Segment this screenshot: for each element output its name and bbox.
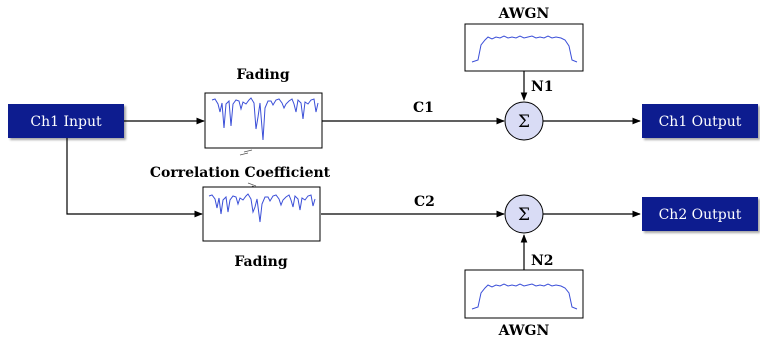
fading-bottom-label: Fading [234,254,288,270]
awgn-waveform-top [471,35,578,63]
c1-label: C1 [413,100,434,116]
awgn-bottom-label: AWGN [498,323,550,339]
connections [66,71,641,270]
n2-label: N2 [531,253,554,269]
ch1-input-label: Ch1 Input [30,114,102,130]
ch1-output-block[interactable]: Ch1 Output [642,104,758,138]
ch2-output-block[interactable]: Ch2 Output [642,197,758,231]
ch1-output-label: Ch1 Output [659,114,742,130]
summer-top[interactable]: Σ [504,101,544,141]
summer-top-symbol: Σ [518,112,530,132]
awgn-block-bottom[interactable] [464,269,584,319]
summer-bottom-symbol: Σ [518,205,530,225]
ch2-output-label: Ch2 Output [659,207,742,223]
c2-label: C2 [414,194,435,210]
ch1-input-block[interactable]: Ch1 Input [8,104,124,138]
summer-bottom[interactable]: Σ [504,194,544,234]
awgn-top-label: AWGN [498,6,550,22]
fading-block-top[interactable] [204,92,323,149]
fading-waveform-bottom [208,193,316,223]
n1-label: N1 [531,79,554,95]
ch1-split-line [66,138,203,218]
fading-waveform-top [211,97,319,141]
awgn-waveform-bottom [471,283,578,310]
correlation-coefficient-label: Correlation Coefficient [150,165,331,181]
fading-block-bottom[interactable] [202,186,321,242]
awgn-block-top[interactable] [464,23,584,72]
fading-top-label: Fading [236,67,290,83]
